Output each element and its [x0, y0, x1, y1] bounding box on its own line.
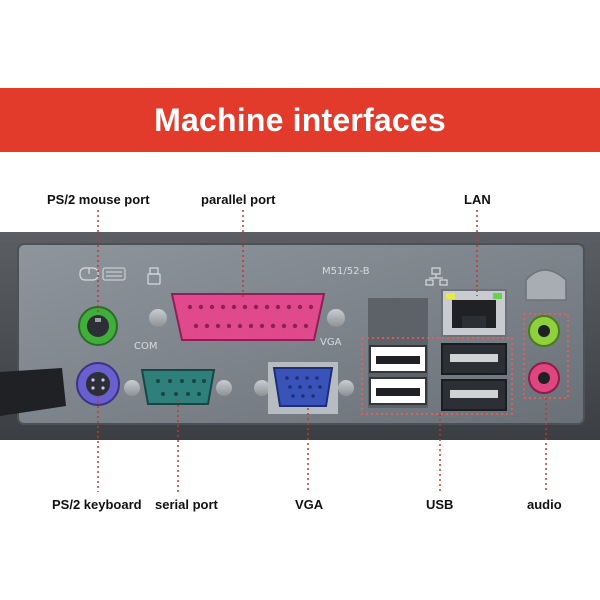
label-ps2-keyboard: PS/2 keyboard [52, 497, 142, 512]
label-vga: VGA [295, 497, 324, 512]
lan-port [441, 289, 507, 337]
printer-icon [147, 267, 161, 285]
mouse-icon [79, 267, 99, 281]
ps2-mouse-port [78, 306, 118, 346]
label-serial-port: serial port [155, 497, 218, 512]
leader-lines [97, 210, 547, 492]
label-audio: audio [527, 497, 562, 512]
label-usb: USB [426, 497, 454, 512]
vga-port [254, 362, 354, 414]
keyboard-cable [0, 368, 66, 416]
label-lan: LAN [464, 192, 491, 207]
keyboard-engraving [102, 267, 126, 281]
serial-port [124, 369, 232, 405]
parallel-port [149, 293, 345, 341]
com-mark: COM [134, 341, 157, 352]
title-banner: Machine interfaces [0, 88, 600, 152]
usb-highlight-box [361, 337, 513, 415]
audio-jacks [525, 269, 567, 394]
network-icon [425, 267, 448, 286]
ps2-keyboard-port [76, 362, 120, 406]
page-title: Machine interfaces [154, 101, 446, 138]
model-mark: M51/52-B [322, 266, 370, 277]
vga-mark: VGA [320, 337, 342, 348]
label-ps2-mouse-port: PS/2 mouse port [47, 192, 150, 207]
usb-ports [368, 298, 507, 411]
label-parallel-port: parallel port [201, 192, 276, 207]
